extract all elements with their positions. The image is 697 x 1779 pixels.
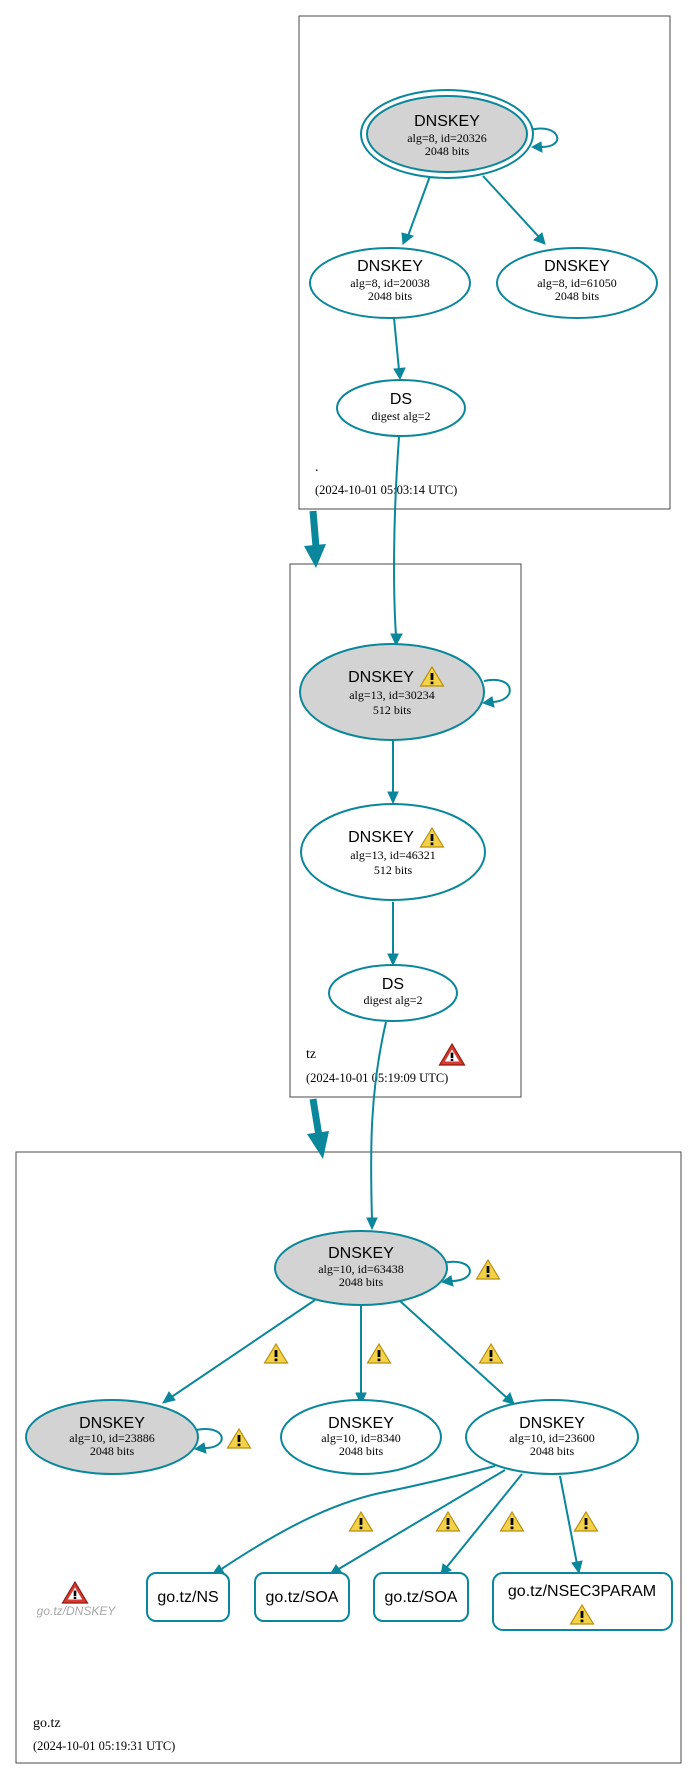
- node-root-zsk-61050-line2: 2048 bits: [555, 289, 600, 303]
- node-go-soa-2-label: go.tz/SOA: [385, 1589, 458, 1606]
- zone-go-tz-timestamp: (2024-10-01 05:19:31 UTC): [33, 1739, 175, 1753]
- node-go-nsec3param[interactable]: go.tz/NSEC3PARAM: [492, 1572, 673, 1631]
- node-root-zsk-20038-line2: 2048 bits: [368, 289, 413, 303]
- node-tz-ds[interactable]: DS digest alg=2: [328, 964, 458, 1022]
- delegation-arrow-root-tz: [304, 510, 326, 568]
- zone-root-name: .: [315, 460, 319, 475]
- node-root-ds-line1: digest alg=2: [371, 409, 430, 423]
- node-go-dnskey-23886-line1: alg=10, id=23886: [69, 1431, 155, 1445]
- node-go-dnskey-8340-title: DNSKEY: [328, 1415, 394, 1432]
- node-tz-zsk-line2: 512 bits: [374, 863, 413, 877]
- node-go-dnskey-23600-line2: 2048 bits: [530, 1444, 575, 1458]
- node-tz-ksk-title: DNSKEY: [348, 669, 414, 686]
- node-root-ksk-title: DNSKEY: [414, 113, 480, 130]
- node-go-dnskey-23886[interactable]: DNSKEY alg=10, id=23886 2048 bits: [25, 1399, 199, 1475]
- node-go-ns-label: go.tz/NS: [157, 1589, 218, 1606]
- node-tz-ds-title: DS: [382, 976, 404, 993]
- node-go-dnskey-8340-line2: 2048 bits: [339, 1444, 384, 1458]
- node-go-soa-2[interactable]: go.tz/SOA: [373, 1572, 469, 1622]
- node-go-dnskey-23600[interactable]: DNSKEY alg=10, id=23600 2048 bits: [465, 1399, 639, 1475]
- ghost-dnskey-label: go.tz/DNSKEY: [37, 1604, 117, 1618]
- node-go-dnskey-23886-line2: 2048 bits: [90, 1444, 135, 1458]
- node-go-dnskey-8340-line1: alg=10, id=8340: [321, 1431, 401, 1445]
- edges-root: [390, 127, 559, 647]
- node-root-zsk-61050-line1: alg=8, id=61050: [537, 276, 617, 290]
- node-go-dnskey-23886-title: DNSKEY: [79, 1415, 145, 1432]
- node-root-ksk[interactable]: DNSKEY alg=8, id=20326 2048 bits: [360, 89, 534, 179]
- node-go-ns[interactable]: go.tz/NS: [146, 1572, 230, 1622]
- node-go-ksk-line2: 2048 bits: [339, 1275, 384, 1289]
- node-root-ds[interactable]: DS digest alg=2: [336, 379, 466, 437]
- node-go-dnskey-8340[interactable]: DNSKEY alg=10, id=8340 2048 bits: [280, 1399, 442, 1475]
- node-tz-zsk[interactable]: DNSKEY alg=13, id=46321 512 bits: [300, 803, 486, 901]
- node-go-ghost-dnskey[interactable]: go.tz/DNSKEY: [37, 1581, 117, 1618]
- node-tz-zsk-title: DNSKEY: [348, 829, 414, 846]
- zone-tz-timestamp: (2024-10-01 05:19:09 UTC): [306, 1071, 448, 1085]
- node-tz-ksk-line2: 512 bits: [373, 703, 412, 717]
- node-root-ksk-line2: 2048 bits: [425, 144, 470, 158]
- node-go-dnskey-23600-title: DNSKEY: [519, 1415, 585, 1432]
- node-go-ksk-title: DNSKEY: [328, 1245, 394, 1262]
- edges-tz: [366, 678, 511, 1231]
- node-go-soa-1-label: go.tz/SOA: [266, 1589, 339, 1606]
- node-go-dnskey-23600-line1: alg=10, id=23600: [509, 1431, 595, 1445]
- delegation-arrow-tz-go: [307, 1098, 329, 1159]
- node-tz-ksk-line1: alg=13, id=30234: [349, 688, 435, 702]
- zone-tz-name: tz: [306, 1047, 316, 1062]
- node-go-soa-1[interactable]: go.tz/SOA: [254, 1572, 350, 1622]
- zone-go-tz-name: go.tz: [33, 1716, 61, 1731]
- zone-root-timestamp: (2024-10-01 05:03:14 UTC): [315, 483, 457, 497]
- node-root-zsk-20038-title: DNSKEY: [357, 258, 423, 275]
- node-root-ds-title: DS: [390, 391, 412, 408]
- node-tz-zsk-line1: alg=13, id=46321: [350, 848, 436, 862]
- node-tz-ksk[interactable]: DNSKEY alg=13, id=30234 512 bits: [299, 643, 485, 741]
- node-root-zsk-20038[interactable]: DNSKEY alg=8, id=20038 2048 bits: [309, 247, 471, 319]
- edges-go-tz: [162, 1260, 583, 1576]
- node-root-zsk-61050-title: DNSKEY: [544, 258, 610, 275]
- node-go-ksk[interactable]: DNSKEY alg=10, id=63438 2048 bits: [274, 1230, 448, 1306]
- node-go-ksk-line1: alg=10, id=63438: [318, 1262, 404, 1276]
- node-tz-ds-line1: digest alg=2: [363, 993, 422, 1007]
- node-root-zsk-20038-line1: alg=8, id=20038: [350, 276, 430, 290]
- node-root-ksk-line1: alg=8, id=20326: [407, 131, 487, 145]
- node-go-nsec3param-label: go.tz/NSEC3PARAM: [508, 1583, 656, 1600]
- node-root-zsk-61050[interactable]: DNSKEY alg=8, id=61050 2048 bits: [496, 247, 658, 319]
